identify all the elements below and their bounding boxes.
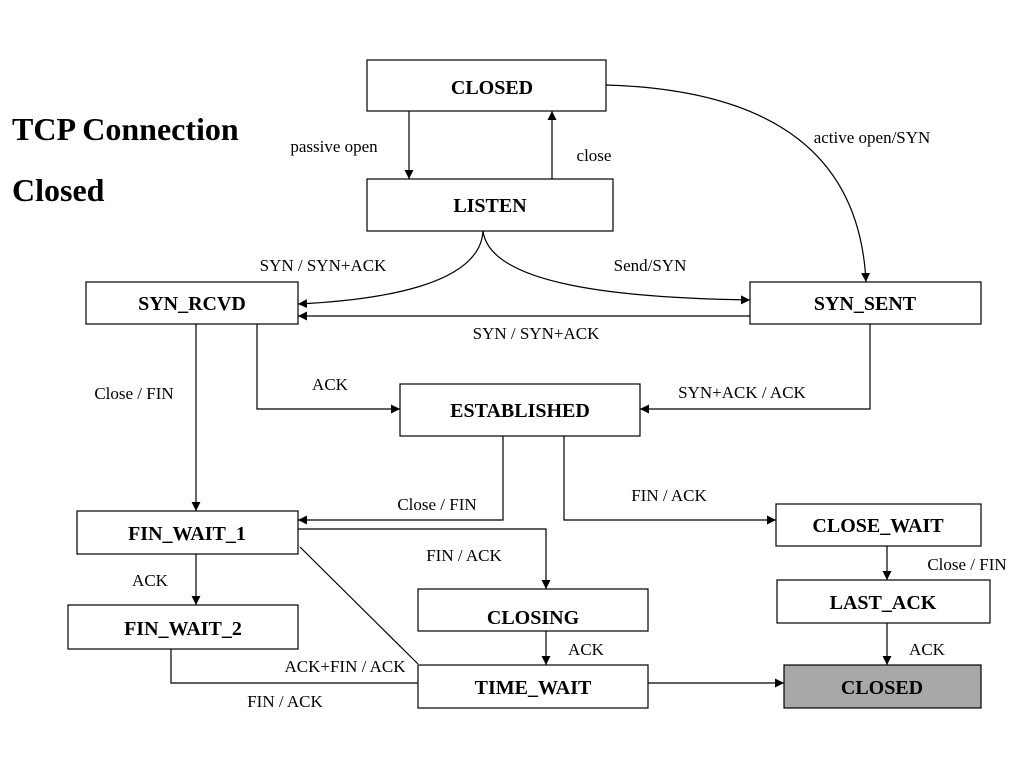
label-fin-wait-1-ack-fin: ACK+FIN / ACK [284, 657, 406, 676]
label-syn-rcvd-close: Close / FIN [94, 384, 173, 403]
state-close-wait: CLOSE_WAIT [775, 503, 982, 547]
label-established-close: Close / FIN [397, 495, 476, 514]
state-syn-sent: SYN_SENT [749, 281, 982, 325]
state-box [776, 579, 991, 624]
state-label: FIN_WAIT_2 [124, 618, 242, 640]
state-syn-rcvd: SYN_RCVD [85, 281, 299, 325]
state-box [775, 503, 982, 547]
state-label: SYN_SENT [814, 293, 917, 315]
state-listen: LISTEN [366, 178, 614, 232]
state-box [749, 281, 982, 325]
edge-listen-to-syn-sent [482, 230, 751, 305]
transition-edges [170, 84, 892, 688]
edge-listen-to-syn-rcvd [297, 230, 484, 309]
state-box [76, 510, 299, 555]
state-label: CLOSE_WAIT [812, 515, 944, 537]
edge-established-to-fin-wait-1 [298, 436, 504, 525]
state-box [366, 59, 607, 112]
state-fin-wait-1: FIN_WAIT_1 [76, 510, 299, 555]
state-box [85, 281, 299, 325]
state-box [783, 664, 982, 709]
label-close-wait-close: Close / FIN [927, 555, 1006, 574]
edge-fin-wait-1-to-closing [298, 528, 551, 589]
state-box [399, 383, 641, 437]
state-label: SYN_RCVD [138, 293, 246, 315]
state-label: LAST_ACK [830, 592, 937, 614]
label-fin-wait-1-ack: ACK [132, 571, 169, 590]
state-box [417, 588, 649, 632]
state-closed-top: CLOSED [366, 59, 607, 112]
label-active-open: active open/SYN [814, 128, 931, 147]
label-syn-sent-to-established: SYN+ACK / ACK [678, 383, 806, 402]
diagram-title-line-1: TCP Connection [12, 111, 239, 147]
state-label: CLOSING [487, 607, 580, 629]
state-box [366, 178, 614, 232]
label-fin-wait-1-fin: FIN / ACK [426, 546, 502, 565]
transition-labels: passive open close active open/SYN SYN /… [94, 128, 1006, 711]
state-label: FIN_WAIT_1 [128, 523, 246, 545]
state-box [67, 604, 299, 650]
diagram-title-line-2: Closed [12, 172, 105, 208]
state-label: LISTEN [453, 195, 527, 217]
label-fin-wait-2-fin: FIN / ACK [247, 692, 323, 711]
state-established: ESTABLISHED [399, 383, 641, 437]
state-time-wait: TIME_WAIT [417, 664, 649, 709]
state-closed-final: CLOSED [783, 664, 982, 709]
label-listen-to-syn-rcvd: SYN / SYN+ACK [260, 256, 387, 275]
label-established-fin: FIN / ACK [631, 486, 707, 505]
label-syn-sent-to-syn-rcvd: SYN / SYN+ACK [473, 324, 600, 343]
state-closing: CLOSING [417, 588, 649, 632]
edge-fin-wait-1-to-time-wait [299, 546, 419, 665]
edge-fin-wait-2-to-time-wait [170, 649, 418, 684]
state-fin-wait-2: FIN_WAIT_2 [67, 604, 299, 650]
state-label: TIME_WAIT [475, 677, 592, 699]
edge-syn-sent-to-established [640, 324, 871, 414]
state-label: CLOSED [451, 77, 533, 99]
state-last-ack: LAST_ACK [776, 579, 991, 624]
edge-closed-to-syn-sent [605, 84, 871, 283]
label-last-ack-ack: ACK [909, 640, 946, 659]
state-label: CLOSED [841, 677, 923, 699]
state-box [417, 664, 649, 709]
label-send-syn: Send/SYN [614, 256, 687, 275]
state-label: ESTABLISHED [450, 400, 590, 422]
label-syn-rcvd-ack: ACK [312, 375, 349, 394]
label-close: close [577, 146, 612, 165]
label-closing-ack: ACK [568, 640, 605, 659]
edge-established-to-close-wait [563, 436, 776, 525]
edge-syn-rcvd-to-established [256, 324, 400, 414]
label-passive-open: passive open [290, 137, 378, 156]
